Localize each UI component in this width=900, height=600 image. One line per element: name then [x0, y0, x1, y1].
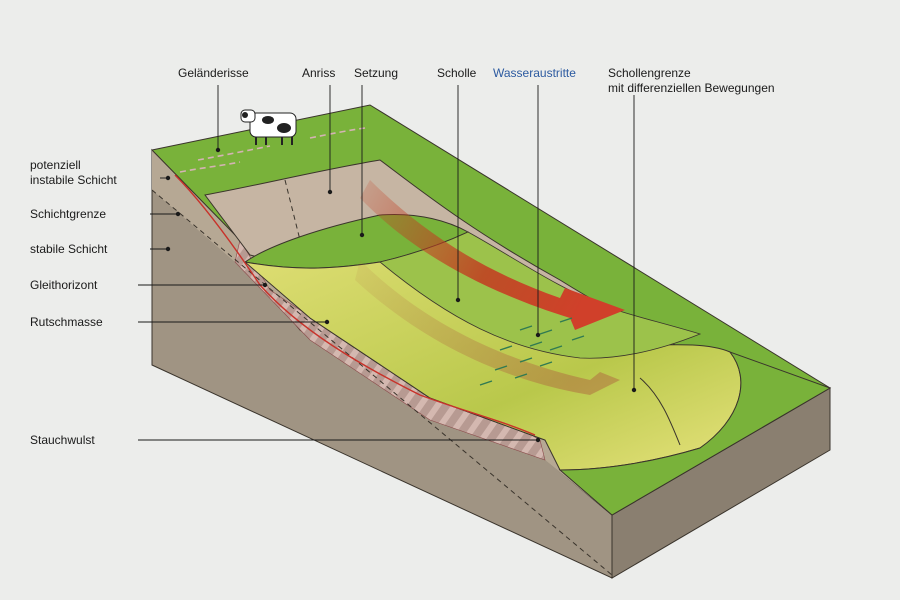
- cow-icon: [240, 109, 297, 145]
- label-setzung: Setzung: [354, 66, 399, 80]
- movement-arrow-ghost: [355, 260, 620, 395]
- water-seepage-marks: [479, 317, 585, 386]
- label-anriss: Anriss: [302, 66, 336, 80]
- leader-dots: [165, 147, 637, 443]
- layer-boundary-line: [151, 189, 613, 576]
- label-stabile-schicht: stabile Schicht: [30, 242, 108, 256]
- scarp-crack-line: [284, 179, 301, 241]
- label-wasseraustritte: Wasseraustritte: [493, 66, 576, 80]
- label-schollengrenze-line1: Schollengrenze: [608, 66, 691, 80]
- label-gelaenderisse: Geländerisse: [178, 66, 249, 80]
- floe-boundary-line: [639, 377, 681, 446]
- ground-cracks: [179, 127, 366, 173]
- label-rutschmasse: Rutschmasse: [30, 315, 103, 329]
- label-schichtgrenze: Schichtgrenze: [30, 207, 107, 221]
- label-stauchwulst: Stauchwulst: [30, 433, 95, 447]
- leader-lines: [138, 85, 635, 441]
- toe-grass: [558, 350, 832, 516]
- label-schollengrenze-line2: mit differenziellen Bewegungen: [608, 81, 775, 95]
- label-potenziell-line1: potenziell: [30, 158, 81, 172]
- label-potenziell-line2: instabile Schicht: [30, 173, 117, 187]
- label-gleithorizont: Gleithorizont: [30, 278, 98, 292]
- label-scholle: Scholle: [437, 66, 477, 80]
- slip-line: [174, 174, 536, 436]
- movement-arrow: [360, 180, 625, 330]
